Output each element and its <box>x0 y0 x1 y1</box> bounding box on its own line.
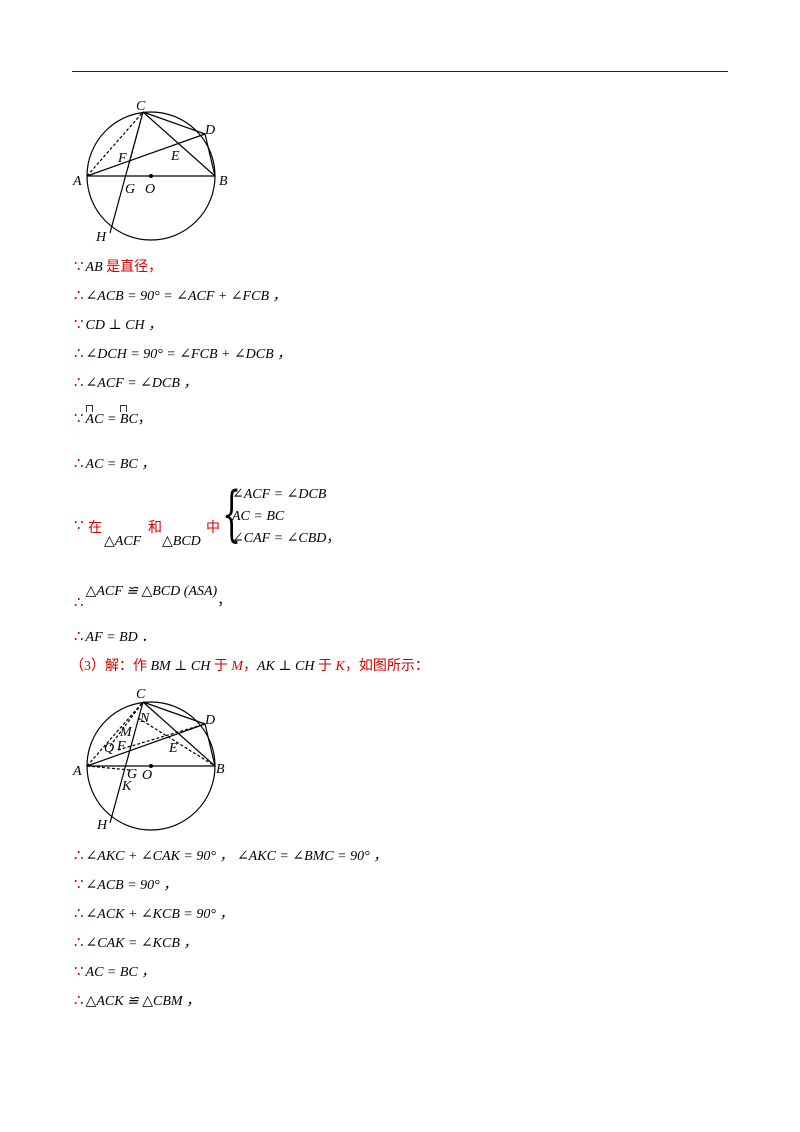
proof-line: ∴AF = BD ． <box>74 628 155 647</box>
math-expr: △ACF ≌ △BCD (ASA) <box>85 584 218 599</box>
fig1-label-F: F <box>117 151 127 166</box>
fig2-label-O: O <box>142 768 152 783</box>
fig2-label-N: N <box>139 711 150 726</box>
triangle-BCD: △BCD <box>162 534 201 549</box>
therefore-symbol: ∴ <box>74 629 84 645</box>
text: （3）解：作 <box>70 659 151 674</box>
text: K <box>335 659 345 674</box>
text: ， <box>137 412 152 427</box>
proof-line: ∴AC = BC ， <box>74 455 155 474</box>
fig1-label-A: A <box>72 174 82 189</box>
therefore-symbol: ∴ <box>74 935 84 951</box>
fig1-label-D: D <box>204 123 215 138</box>
proof-line: ∵ <box>74 517 86 536</box>
system-row: ∠CAF = ∠CBD <box>232 531 327 546</box>
text: 于 <box>314 659 336 674</box>
proof-line: ∴∠DCH = 90° = ∠FCB + ∠DCB ， <box>74 345 291 364</box>
fig1-label-H: H <box>95 230 107 245</box>
proof-line: ∴∠CAK = ∠KCB ， <box>74 934 197 953</box>
fig2-label-F: F <box>116 739 126 754</box>
word-he: 和 <box>148 521 162 536</box>
therefore-symbol: ∴ <box>74 906 84 922</box>
proof-line: ∵AC = BC， <box>74 405 152 429</box>
math-expr: ∠ACB = 90° ， <box>85 878 178 893</box>
math-expr: BM ⊥ CH <box>150 659 211 674</box>
therefore-symbol: ∴ <box>74 456 84 472</box>
text: M <box>231 659 243 674</box>
because-symbol: ∵ <box>74 317 84 333</box>
because-symbol: ∵ <box>74 518 84 534</box>
therefore-symbol: ∴ <box>74 346 84 362</box>
math-expr: AC = BC ， <box>85 965 156 980</box>
arc-BC: BC <box>119 405 138 427</box>
proof-line: ∴△ACF ≌ △BCD (ASA)， <box>74 582 231 611</box>
math-expr: ∠CAK = ∠KCB ， <box>85 936 198 951</box>
proof-line: ∴∠ACK + ∠KCB = 90° ， <box>74 905 233 924</box>
math-expr: ∠ACK + ∠KCB = 90° ， <box>85 907 234 922</box>
fig1-label-C: C <box>136 99 146 114</box>
math-expr: ∠AKC + ∠CAK = 90° ， ∠AKC = ∠BMC = 90° ， <box>85 849 388 864</box>
math-expr: ∠ACF = ∠DCB ， <box>85 376 198 391</box>
therefore-symbol: ∴ <box>74 375 84 391</box>
fig2-label-H: H <box>96 818 108 833</box>
because-symbol: ∵ <box>74 877 84 893</box>
fig1-label-G: G <box>125 182 135 197</box>
proof-line: ∵AC = BC ， <box>74 963 155 982</box>
fig2-label-A: A <box>72 764 82 779</box>
fig2-label-D: D <box>204 713 215 728</box>
therefore-symbol: ∴ <box>74 595 84 611</box>
system-row: ∠ACF = ∠DCB <box>232 487 327 502</box>
fig2-label-G: G <box>127 767 137 782</box>
proof-line: ∴∠AKC + ∠CAK = 90° ， ∠AKC = ∠BMC = 90° ， <box>74 847 387 866</box>
proof-line: ∴△ACK ≌ △CBM ， <box>74 992 200 1011</box>
because-symbol: ∵ <box>74 411 84 427</box>
fig2-label-Q: Q <box>104 741 114 756</box>
math-expr: AK ⊥ CH <box>257 659 315 674</box>
because-symbol: ∵ <box>74 964 84 980</box>
system-row: AC = BC <box>232 509 285 524</box>
arc-AC: AC <box>85 405 104 427</box>
text: ， <box>243 659 257 674</box>
math-expr: ∠ACB = 90° = ∠ACF + ∠FCB ， <box>85 289 287 304</box>
fig1-label-B: B <box>219 174 228 189</box>
geometry-figure-1: C D F E A G O B H <box>70 96 240 251</box>
text: ，如图所示： <box>344 659 429 674</box>
proof-line: ∴∠ACF = ∠DCB ， <box>74 374 197 393</box>
therefore-symbol: ∴ <box>74 993 84 1009</box>
part3-heading: （3）解：作 BM ⊥ CH 于 M，AK ⊥ CH 于 K，如图所示： <box>70 658 429 676</box>
geometry-figure-2: C N D M Q F E A G O B K H <box>70 686 240 841</box>
fig2-label-C: C <box>136 687 146 702</box>
fig2-label-E: E <box>168 741 178 756</box>
fig2-label-B: B <box>216 762 225 777</box>
because-symbol: ∵ <box>74 259 84 275</box>
therefore-symbol: ∴ <box>74 848 84 864</box>
word-zhong: 中 <box>206 521 220 536</box>
text: ， <box>217 594 232 609</box>
therefore-symbol: ∴ <box>74 288 84 304</box>
math-expr: CD ⊥ CH ， <box>85 318 163 333</box>
fig1-label-E: E <box>170 149 180 164</box>
text: ， <box>326 531 341 546</box>
math-expr: AC = BC ， <box>85 457 156 472</box>
proof-line: ∵AB 是直径， <box>74 258 162 277</box>
proof-line: ∵CD ⊥ CH ， <box>74 316 162 335</box>
math-expr: ∠DCH = 90° = ∠FCB + ∠DCB ， <box>85 347 292 362</box>
proof-line: ∴∠ACB = 90° = ∠ACF + ∠FCB ， <box>74 287 287 306</box>
text: 是直径， <box>102 260 163 275</box>
math-expr: △ACK ≌ △CBM ， <box>85 994 201 1009</box>
math-expr: AB <box>85 260 103 275</box>
header-rule <box>72 71 728 72</box>
left-brace: { <box>222 479 242 549</box>
fig2-label-K: K <box>121 779 132 794</box>
triangle-ACF: △ACF <box>104 534 142 549</box>
math-expr: AF = BD ． <box>85 630 156 645</box>
fig2-label-M: M <box>119 725 133 740</box>
text: 于 <box>210 659 232 674</box>
word-zai: 在 <box>88 521 102 536</box>
fig1-label-O: O <box>145 182 155 197</box>
proof-line: ∵∠ACB = 90° ， <box>74 876 177 895</box>
math-expr: = <box>103 412 120 427</box>
